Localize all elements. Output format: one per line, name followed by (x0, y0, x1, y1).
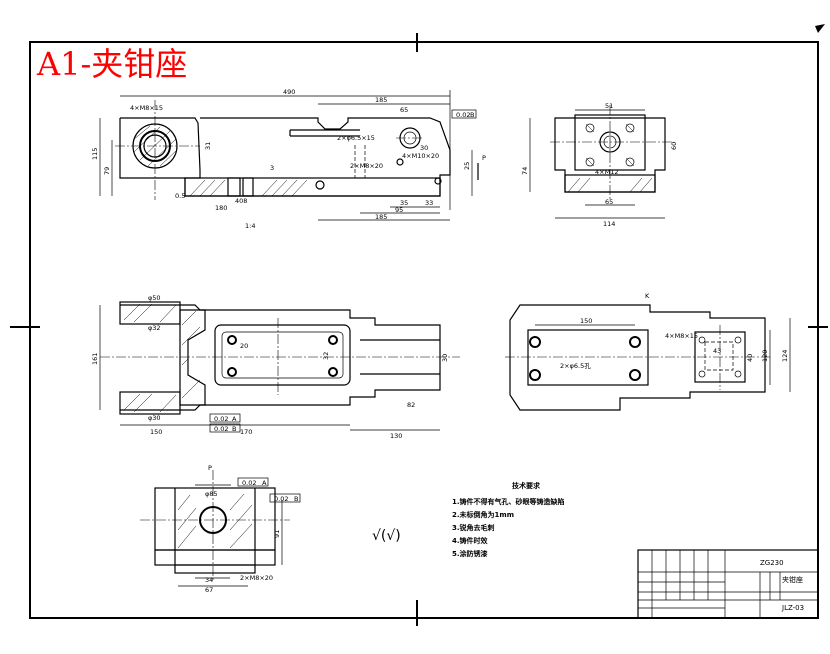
dim-bottom-150: 150 (580, 317, 592, 325)
dim-top-phi30: φ30 (148, 414, 161, 422)
dim-top-170: 170 (240, 428, 252, 436)
tech-item-5: 5.涂防锈漆 (452, 549, 488, 558)
top-pocket (214, 324, 351, 386)
dim-30: 30 (420, 144, 428, 152)
front-view: 490 185 4×M8×15 65 0.02 B 2×φ6.5×15 2×M8… (91, 88, 486, 230)
gdt-top-2-tol: 0.02 (214, 425, 228, 433)
front-base-hatch (189, 179, 308, 197)
dim-05: 0.5 (175, 192, 185, 200)
dim-bottom-120: 120 (761, 350, 769, 362)
dim-2x-m8: 2×M8×20 (350, 162, 383, 170)
dim-top-20: 20 (240, 342, 248, 350)
dim-bottom-124: 124 (781, 350, 789, 362)
bottom-view-holes (529, 336, 641, 381)
title-block-drawing-no: JLZ-03 (781, 604, 804, 612)
orientation-arrow (815, 24, 825, 33)
gdt-top-2-datum: B (232, 425, 236, 433)
top-view: 150 170 130 161 30 20 32 82 φ50 φ30 φ32 … (91, 294, 460, 440)
dim-top-30: 30 (441, 354, 449, 362)
gdt-side-2-datum: B (294, 495, 298, 503)
gdt-front-tolerance: 0.02 (456, 111, 470, 119)
dim-right-60: 60 (670, 142, 678, 150)
side-view-hatch (177, 493, 253, 549)
sheet-border (29, 41, 819, 619)
dim-side-67: 67 (205, 586, 213, 594)
dim-right-65: 65 (605, 198, 613, 206)
tech-item-1: 1.铸件不得有气孔、砂眼等铸造缺陷 (452, 497, 565, 506)
dim-top-32: 32 (322, 352, 330, 360)
top-hatch-mid (181, 310, 201, 399)
gdt-front-datum: B (470, 111, 474, 119)
gdt-top-1-datum: A (232, 415, 237, 423)
dim-right-top: 51 (605, 102, 613, 110)
top-view-outline (120, 304, 441, 411)
section-mark-p: P (482, 154, 486, 162)
dim-79: 79 (103, 167, 111, 175)
bottom-view-outline (509, 304, 766, 411)
dim-right-hole: 4×M12 (595, 168, 618, 176)
dim-side-phi85: φ85 (205, 490, 218, 498)
gdt-side-1-datum: A (262, 479, 267, 487)
dim-top-150: 150 (150, 428, 162, 436)
dim-side-34: 34 (205, 576, 213, 584)
title-block: ZG230 夹钳座 JLZ-03 (637, 549, 819, 619)
dim-overall: 490 (283, 88, 295, 96)
dim-3: 3 (270, 164, 274, 172)
front-clamp-outline (119, 118, 185, 179)
dim-33: 33 (425, 199, 433, 207)
bottom-view: K 150 4×M8×15 43 40 120 124 2×φ6.5孔 (505, 292, 791, 411)
title-block-material: ZG230 (760, 559, 784, 567)
dim-115: 115 (91, 148, 99, 160)
roughness-symbol: √(√) (372, 528, 401, 544)
dim-right-114: 114 (603, 220, 615, 228)
dim-top-82: 82 (407, 401, 415, 409)
dim-side-hole: 2×M8×20 (240, 574, 273, 582)
tech-item-2: 2.未标倒角为1mm (452, 510, 514, 519)
right-view-holes (585, 123, 635, 167)
top-hatch-upper (123, 303, 177, 323)
drawing-title: A1-夹钳座 (36, 45, 187, 83)
tech-item-4: 4.铸件时效 (452, 536, 489, 545)
top-hatch-lower (123, 393, 177, 413)
title-block-part-name: 夹钳座 (782, 575, 803, 584)
side-view: P φ85 34 67 91 2×M8×20 0.02 A 0.02 B (140, 464, 301, 594)
dim-4x-hole: 4×M8×15 (130, 104, 163, 112)
top-pocket-holes (227, 335, 338, 377)
dim-25: 25 (463, 162, 471, 170)
bottom-view-small-holes (698, 336, 742, 378)
dim-bottom-40: 40 (746, 354, 754, 362)
right-view: 51 74 60 65 114 4×M12 (521, 102, 678, 228)
tech-item-3: 3.锐角去毛刺 (452, 523, 495, 532)
tech-requirements: 技术要求 1.铸件不得有气孔、砂眼等铸造缺陷 2.未标倒角为1mm 3.锐角去毛… (452, 481, 565, 558)
dim-185-bottom: 185 (375, 213, 387, 221)
dim-185-top: 185 (375, 96, 387, 104)
tech-requirements-heading: 技术要求 (512, 481, 541, 490)
dim-95: 95 (395, 206, 403, 214)
dim-top-phi50: φ50 (148, 294, 161, 302)
gdt-side-2-tol: 0.02 (274, 495, 288, 503)
gdt-side-1-tol: 0.02 (242, 479, 256, 487)
dim-31: 31 (204, 142, 212, 150)
dim-side-91: 91 (273, 530, 281, 538)
dim-bottom-2x: 2×φ6.5孔 (560, 362, 591, 370)
dim-4x-m10: 4×M10×20 (402, 152, 439, 160)
dim-top-130: 130 (390, 432, 402, 440)
dim-65: 65 (400, 106, 408, 114)
dim-top-phi32: φ32 (148, 324, 161, 332)
right-base-hatch (567, 177, 653, 193)
dim-bottom-43: 43 (713, 347, 721, 355)
dim-right-height: 74 (521, 167, 529, 175)
dim-180: 180 (215, 204, 227, 212)
dim-408: 408 (235, 197, 247, 205)
gdt-top-1-tol: 0.02 (214, 415, 228, 423)
section-mark-side-p: P (208, 464, 212, 472)
dim-bottom-4x: 4×M8×15 (665, 332, 698, 340)
section-label-k: K (645, 292, 650, 300)
dim-top-161: 161 (91, 353, 99, 365)
dim-2x-phi: 2×φ6.5×15 (337, 134, 375, 142)
dim-35: 35 (400, 199, 408, 207)
view-scale-label: 1:4 (245, 222, 255, 230)
